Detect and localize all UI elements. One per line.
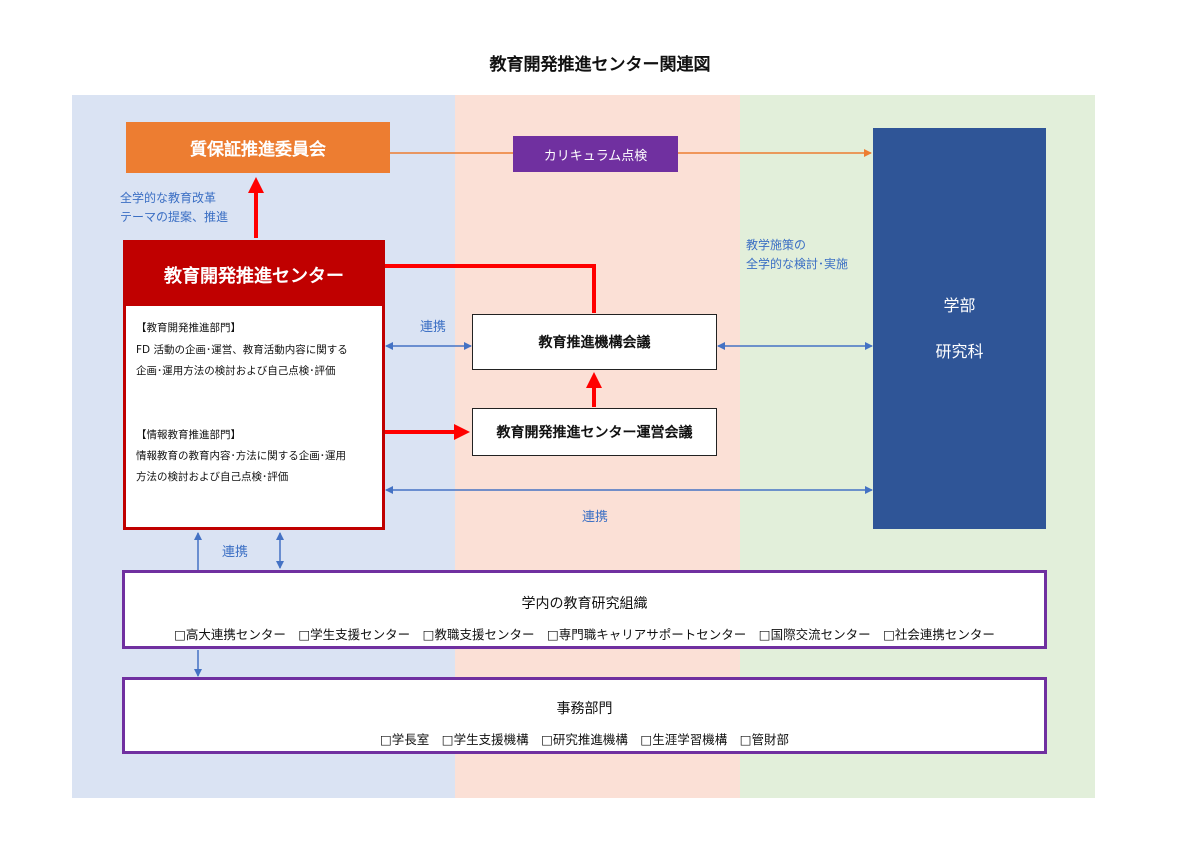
measures-label-line: 全学的な検討･実施 <box>746 257 849 271</box>
edu-council-box: 教育推進機構会議 <box>472 314 717 370</box>
graduate-school-label: 研究科 <box>935 341 984 361</box>
faculty-box: 学部 研究科 <box>873 128 1046 529</box>
proposal-label-line: テーマの提案、推進 <box>120 210 229 224</box>
admin-title: 事務部門 <box>556 701 613 717</box>
education-center-box: 教育開発推進センター 【教育開発推進部門】 FD 活動の企画･運営、教育活動内容… <box>123 240 385 530</box>
research-org-items: □高大連携センター □学生支援センター □教職支援センター □専門職キャリアサポ… <box>174 627 995 642</box>
research-org-box: 学内の教育研究組織 □高大連携センター □学生支援センター □教職支援センター … <box>122 570 1047 649</box>
admin-box: 事務部門 □学長室 □学生支援機構 □研究推進機構 □生涯学習機構 □管財部 <box>122 677 1047 754</box>
cooperation-label: 連携 <box>222 545 249 560</box>
mgmt-council-box: 教育開発推進センター運営会議 <box>472 408 717 456</box>
admin-items: □学長室 □学生支援機構 □研究推進機構 □生涯学習機構 □管財部 <box>379 732 790 747</box>
cooperation-label: 連携 <box>582 510 609 525</box>
dept1-line: 企画･運用方法の検討および自己点検･評価 <box>136 365 336 377</box>
curriculum-check-box: カリキュラム点検 <box>513 136 678 172</box>
education-center-title: 教育開発推進センター <box>126 243 382 306</box>
proposal-label: 全学的な教育改革 テーマの提案、推進 <box>120 189 228 227</box>
measures-label: 教学施策の 全学的な検討･実施 <box>746 236 848 274</box>
measures-label-line: 教学施策の <box>746 238 807 252</box>
dept1-title: 【教育開発推進部門】 <box>136 322 241 334</box>
cooperation-label: 連携 <box>420 320 447 335</box>
diagram-title: 教育開発推進センター関連図 <box>489 55 711 75</box>
dept2-line: 情報教育の教育内容･方法に関する企画･運用 <box>136 450 346 462</box>
proposal-label-line: 全学的な教育改革 <box>120 191 217 205</box>
dept2-line: 方法の検討および自己点検･評価 <box>136 471 289 483</box>
qa-committee-box: 質保証推進委員会 <box>126 122 390 173</box>
center-to-edu-council-line <box>385 264 596 313</box>
faculty-label: 学部 <box>943 295 976 315</box>
dept1-line: FD 活動の企画･運営、教育活動内容に関する <box>136 344 348 356</box>
dept2-title: 【情報教育推進部門】 <box>136 429 241 441</box>
research-org-title: 学内の教育研究組織 <box>521 596 648 612</box>
